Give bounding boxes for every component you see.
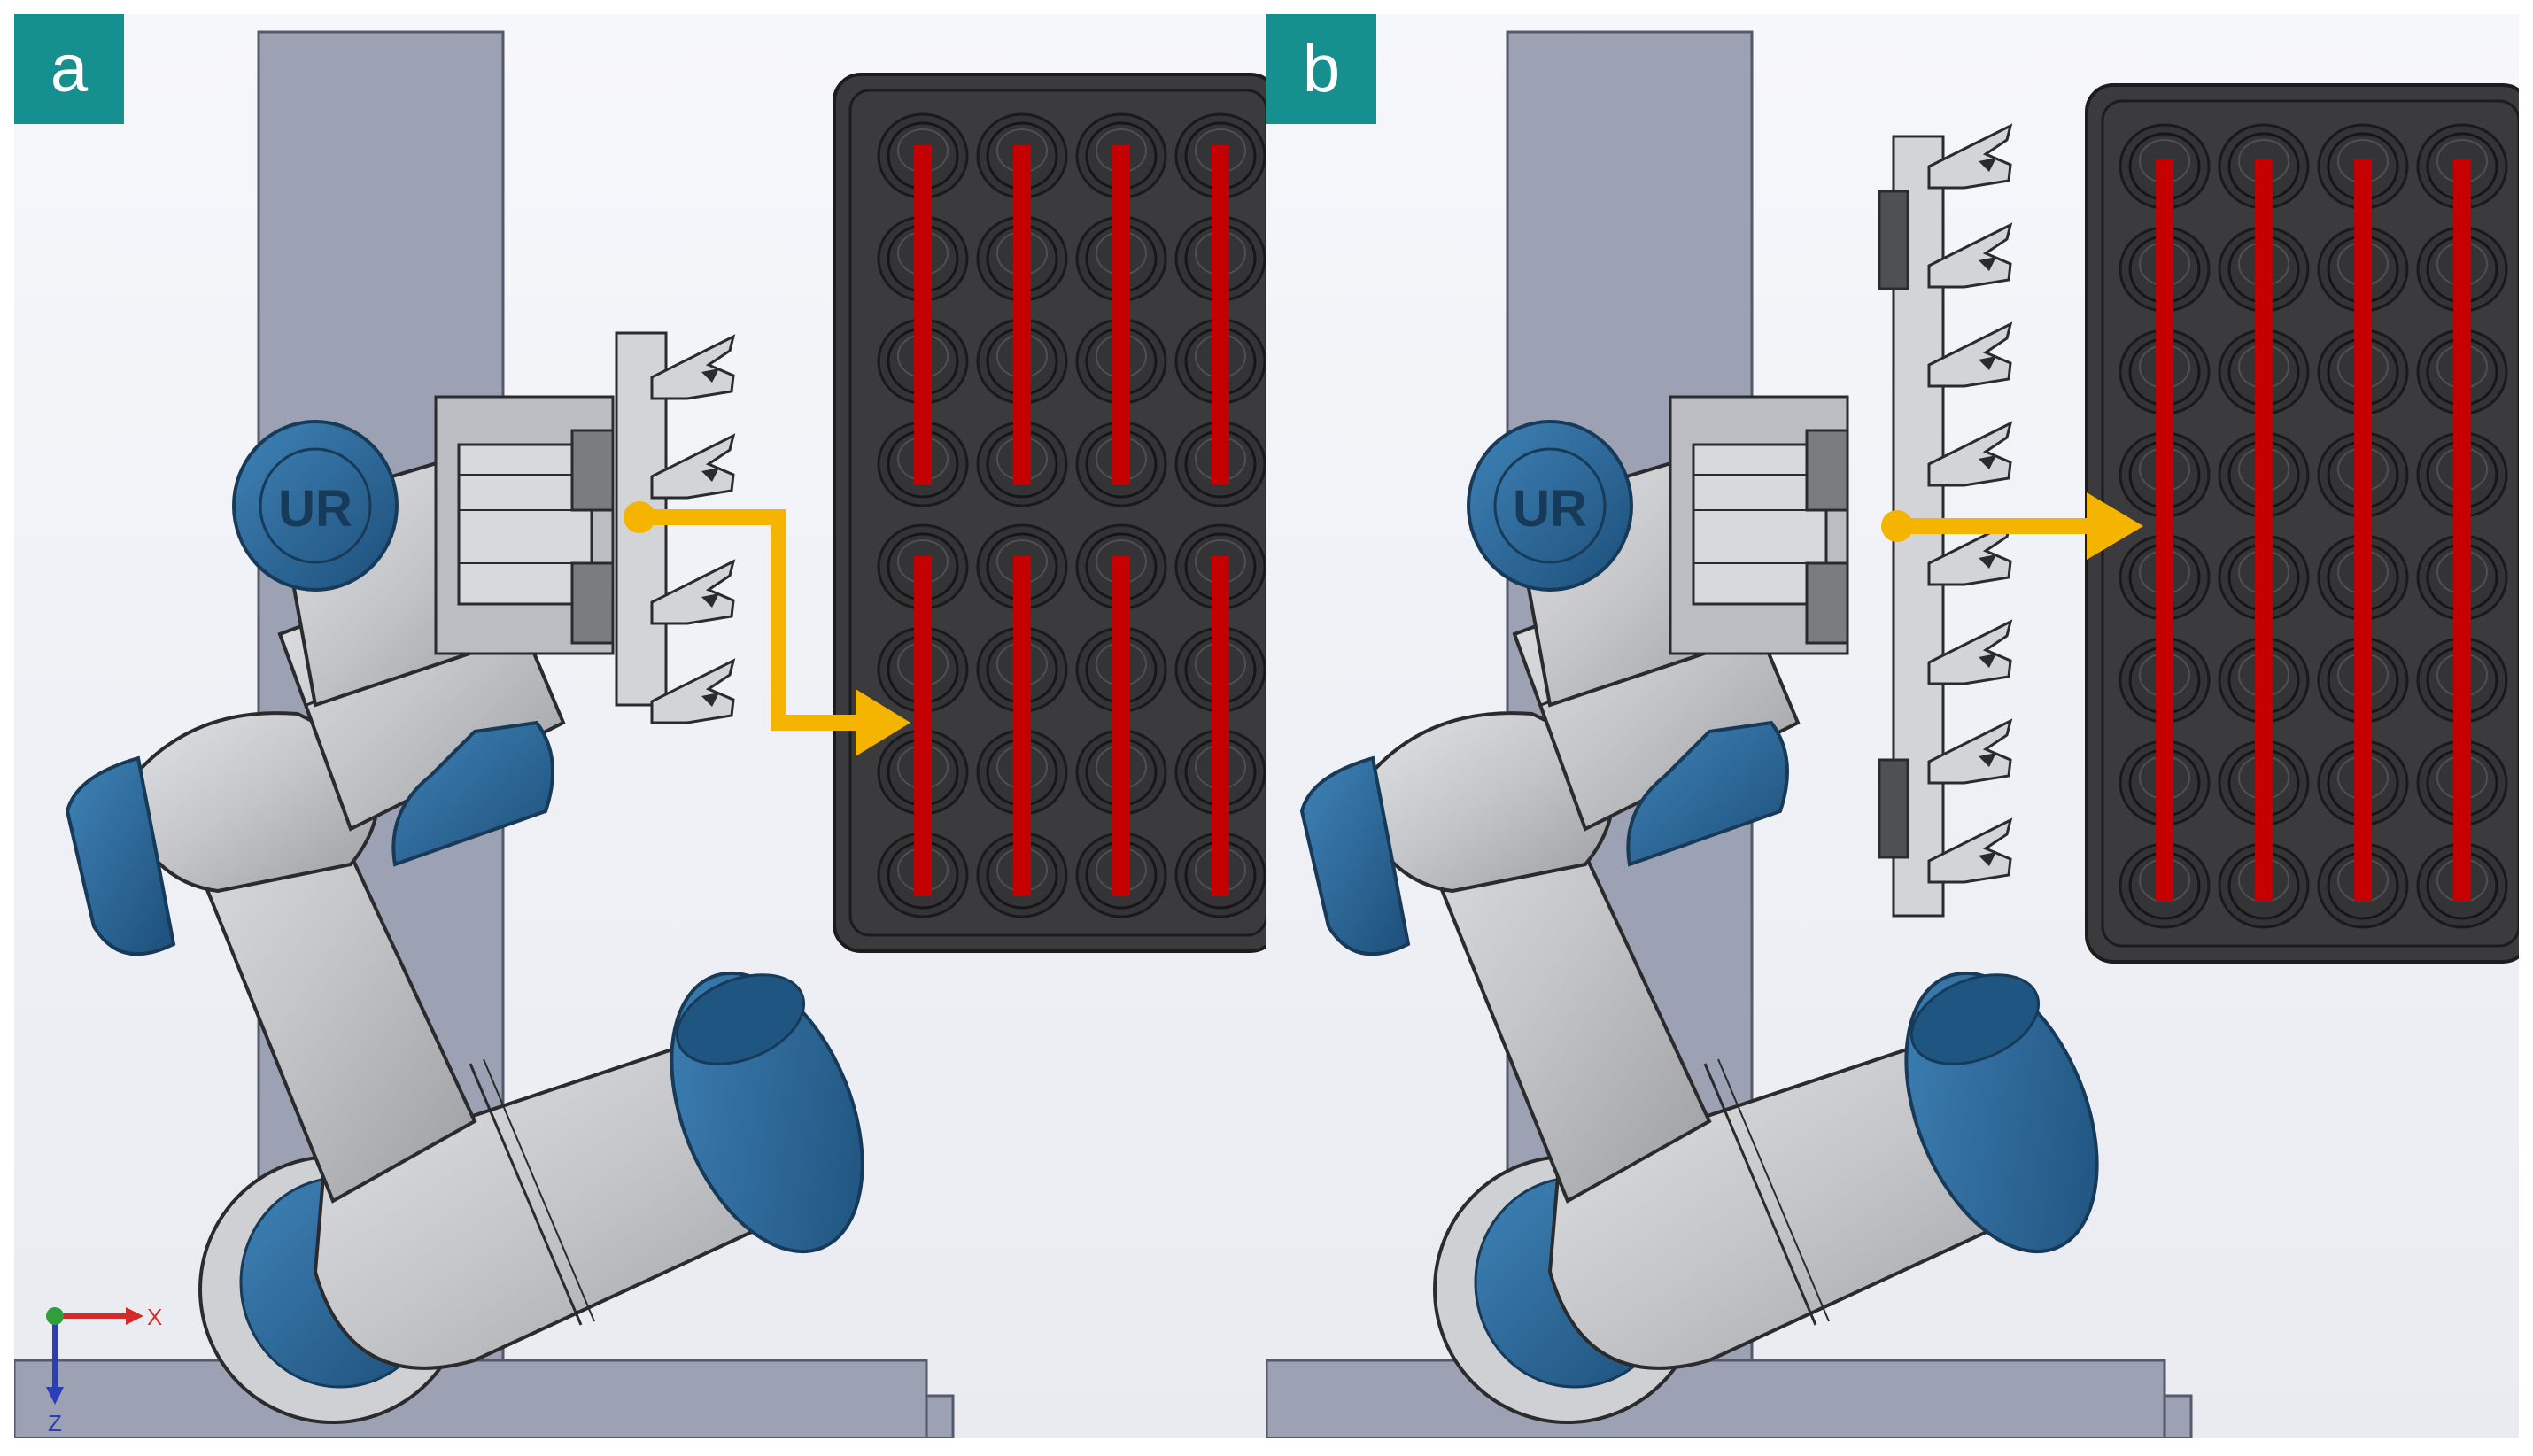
axis-label-z: Z [48,1410,62,1437]
gripper-finger [650,559,736,625]
gripper-finger [1927,718,2013,785]
base-platform [14,1359,928,1438]
svg-text:UR: UR [278,480,352,538]
path-arrow [1881,492,2143,560]
gripper [434,331,736,724]
svg-text:UR: UR [1513,480,1587,538]
red-pins [2156,159,2471,902]
red-pins [914,145,1229,896]
panel-a-illustration: UR X Z [14,14,1266,1438]
panel-label-a: a [14,14,124,124]
gripper-finger [650,658,736,724]
cell-tray [833,73,1266,953]
axis-indicator: X Z [46,1304,162,1437]
panel-b-illustration: UR [1266,14,2519,1438]
gripper-finger [1927,817,2013,884]
gripper-finger [1927,321,2013,388]
base-platform [1266,1359,2166,1438]
gripper-finger [1927,222,2013,289]
path-arrow [624,501,910,756]
panel-label-b: b [1266,14,1376,124]
gripper-finger [1927,421,2013,487]
panel-a: UR X Z [14,14,1266,1438]
gripper-finger [650,334,736,400]
gripper [1669,123,2013,918]
axis-label-x: X [147,1304,162,1330]
gripper-finger [650,433,736,500]
gripper-finger [1927,619,2013,685]
robot-arm: UR [1299,420,2099,1424]
gripper-finger [1927,123,2013,190]
panel-b: UR b [1266,14,2519,1438]
